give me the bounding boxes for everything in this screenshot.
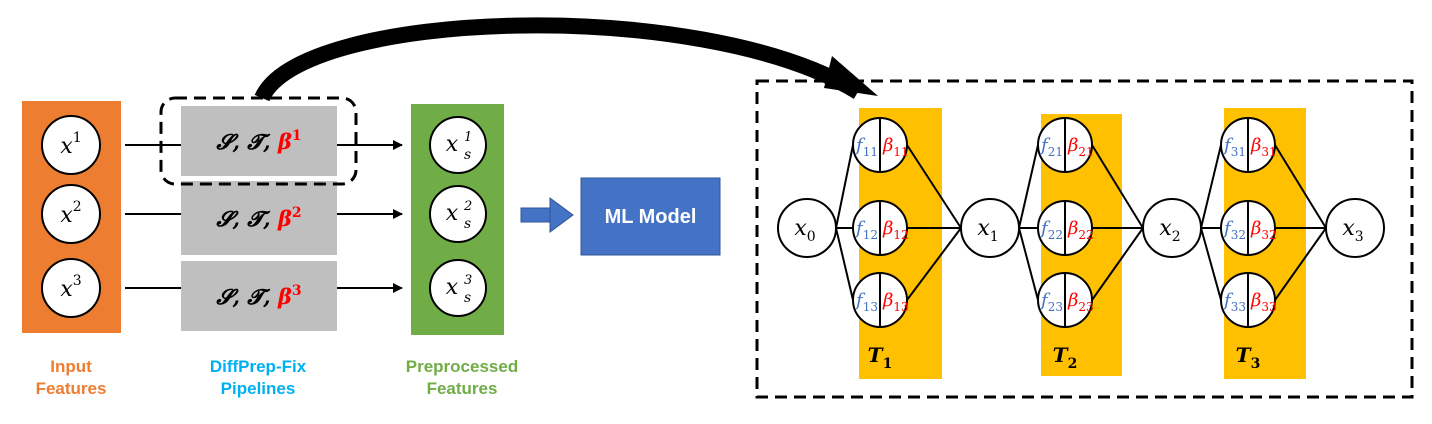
preprocessed-feature-label: x (446, 132, 459, 157)
detail-edge (906, 144, 962, 229)
pipeline-box (181, 261, 337, 331)
pipeline-detail-box (755, 79, 1414, 399)
to-model-arrow (520, 197, 574, 233)
detail-edge (1018, 227, 1039, 301)
detail-edge (1200, 144, 1222, 229)
input-caption-line: Input (50, 357, 92, 376)
pipeline-state-label: x1 (977, 216, 998, 245)
preprocessed-feature-sup: 3 (464, 273, 472, 288)
input-feature-label: x3 (60, 273, 81, 302)
pipeline-state-node (1325, 198, 1385, 258)
detail-edge (835, 144, 854, 229)
pipeline-label: 𝓢, 𝓣, β2 (215, 205, 301, 231)
preprocessed-caption-line: Preprocessed (406, 357, 518, 376)
preprocessed-feature-sub: s (464, 290, 471, 306)
detail-edge (835, 227, 854, 301)
input-feature-node (41, 258, 101, 318)
preprocessed-feature-sub: s (464, 216, 471, 232)
preprocessed-feature-node (429, 116, 487, 174)
detail-edge (1274, 227, 1327, 301)
stage-label: T2 (1053, 343, 1078, 372)
stage-label: T3 (1236, 343, 1261, 372)
pipeline-state-node (960, 198, 1020, 258)
detail-edge (1091, 227, 1144, 301)
pipeline-state-label: x0 (794, 216, 815, 245)
preprocessed-feature-node (429, 185, 487, 243)
preprocessed-feature-node (429, 259, 487, 317)
input-feature-label: x2 (60, 199, 81, 228)
operator-beta-label: β33 (1250, 290, 1277, 314)
preprocessed-feature-sup: 1 (464, 130, 472, 145)
pipeline-box (181, 181, 337, 255)
preprocessed-feature-sub: s (464, 147, 471, 163)
preprocessed-caption-line: Features (427, 379, 498, 398)
detail-edge (1018, 144, 1039, 229)
operator-beta-label: β12 (882, 218, 909, 242)
pipeline-state-node (1142, 198, 1202, 258)
detail-edge (1200, 227, 1222, 301)
operator-beta-label: β11 (882, 135, 909, 159)
input-feature-node (41, 115, 101, 175)
expand-arrow (254, 17, 878, 102)
preprocessed-feature-label: x (446, 275, 459, 300)
input-feature-label: x1 (60, 130, 81, 159)
operator-beta-label: β21 (1067, 135, 1094, 159)
detail-edge (906, 227, 962, 301)
input-feature-node (41, 184, 101, 244)
detail-edge (1274, 144, 1327, 229)
ml-model-box: ML Model (580, 177, 721, 256)
pipeline-label: 𝓢, 𝓣, β1 (215, 128, 301, 154)
pipeline-caption-line: Pipelines (221, 379, 296, 398)
pipeline-state-label: x3 (1342, 216, 1363, 245)
operator-beta-label: β22 (1067, 218, 1094, 242)
operator-beta-label: β31 (1250, 135, 1277, 159)
preprocessed-feature-sup: 2 (463, 199, 472, 214)
pipeline-state-label: x2 (1159, 216, 1180, 245)
operator-beta-label: β13 (882, 290, 909, 314)
ml-model-label: ML Model (605, 206, 697, 228)
pipeline-box (181, 106, 337, 176)
pipeline-caption-line: DiffPrep-Fix (210, 357, 307, 376)
pipeline-state-node (777, 198, 837, 258)
pipeline-label: 𝓢, 𝓣, β3 (215, 283, 301, 309)
stage-label: T1 (868, 343, 893, 372)
detail-edge (1091, 144, 1144, 229)
input-caption-line: Features (36, 379, 107, 398)
selected-pipeline-highlight (159, 96, 358, 186)
preprocessed-feature-label: x (446, 201, 459, 226)
operator-beta-label: β32 (1250, 218, 1277, 242)
operator-beta-label: β23 (1067, 290, 1094, 314)
